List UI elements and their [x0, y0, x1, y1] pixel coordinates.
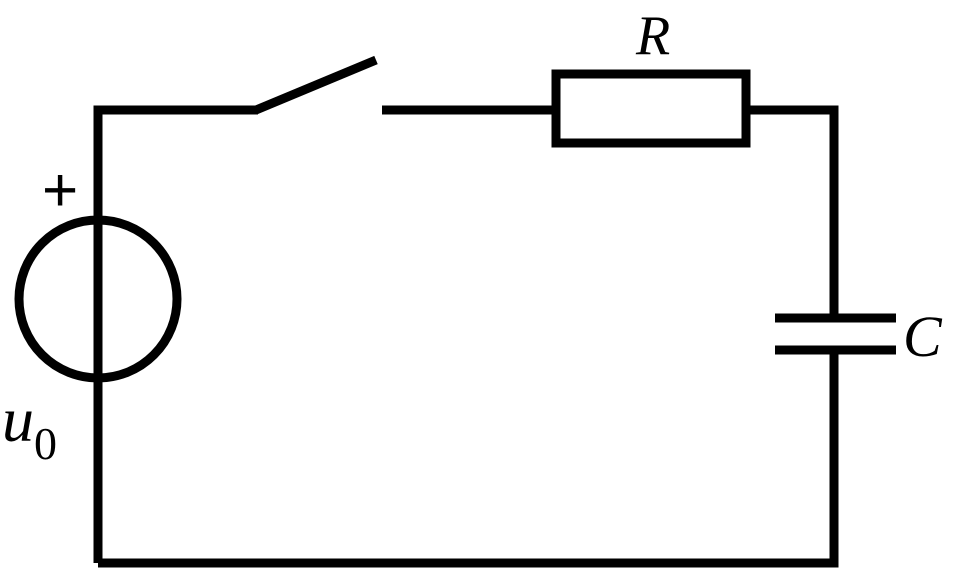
polarity-plus-label: + — [42, 156, 79, 225]
wire-capacitor-to-bottom — [98, 350, 839, 568]
voltage-source-subscript: 0 — [34, 418, 57, 469]
resistor-body — [551, 69, 751, 148]
wire-left-top — [93, 105, 258, 563]
switch-blade — [254, 55, 378, 115]
voltage-source-symbol: u — [2, 384, 34, 455]
resistor-label: R — [636, 5, 671, 67]
voltage-source-circle — [14, 215, 182, 383]
wire-resistor-to-capacitor — [746, 105, 839, 318]
capacitor-label: C — [903, 304, 942, 369]
voltage-source-label: u0 — [2, 388, 57, 467]
